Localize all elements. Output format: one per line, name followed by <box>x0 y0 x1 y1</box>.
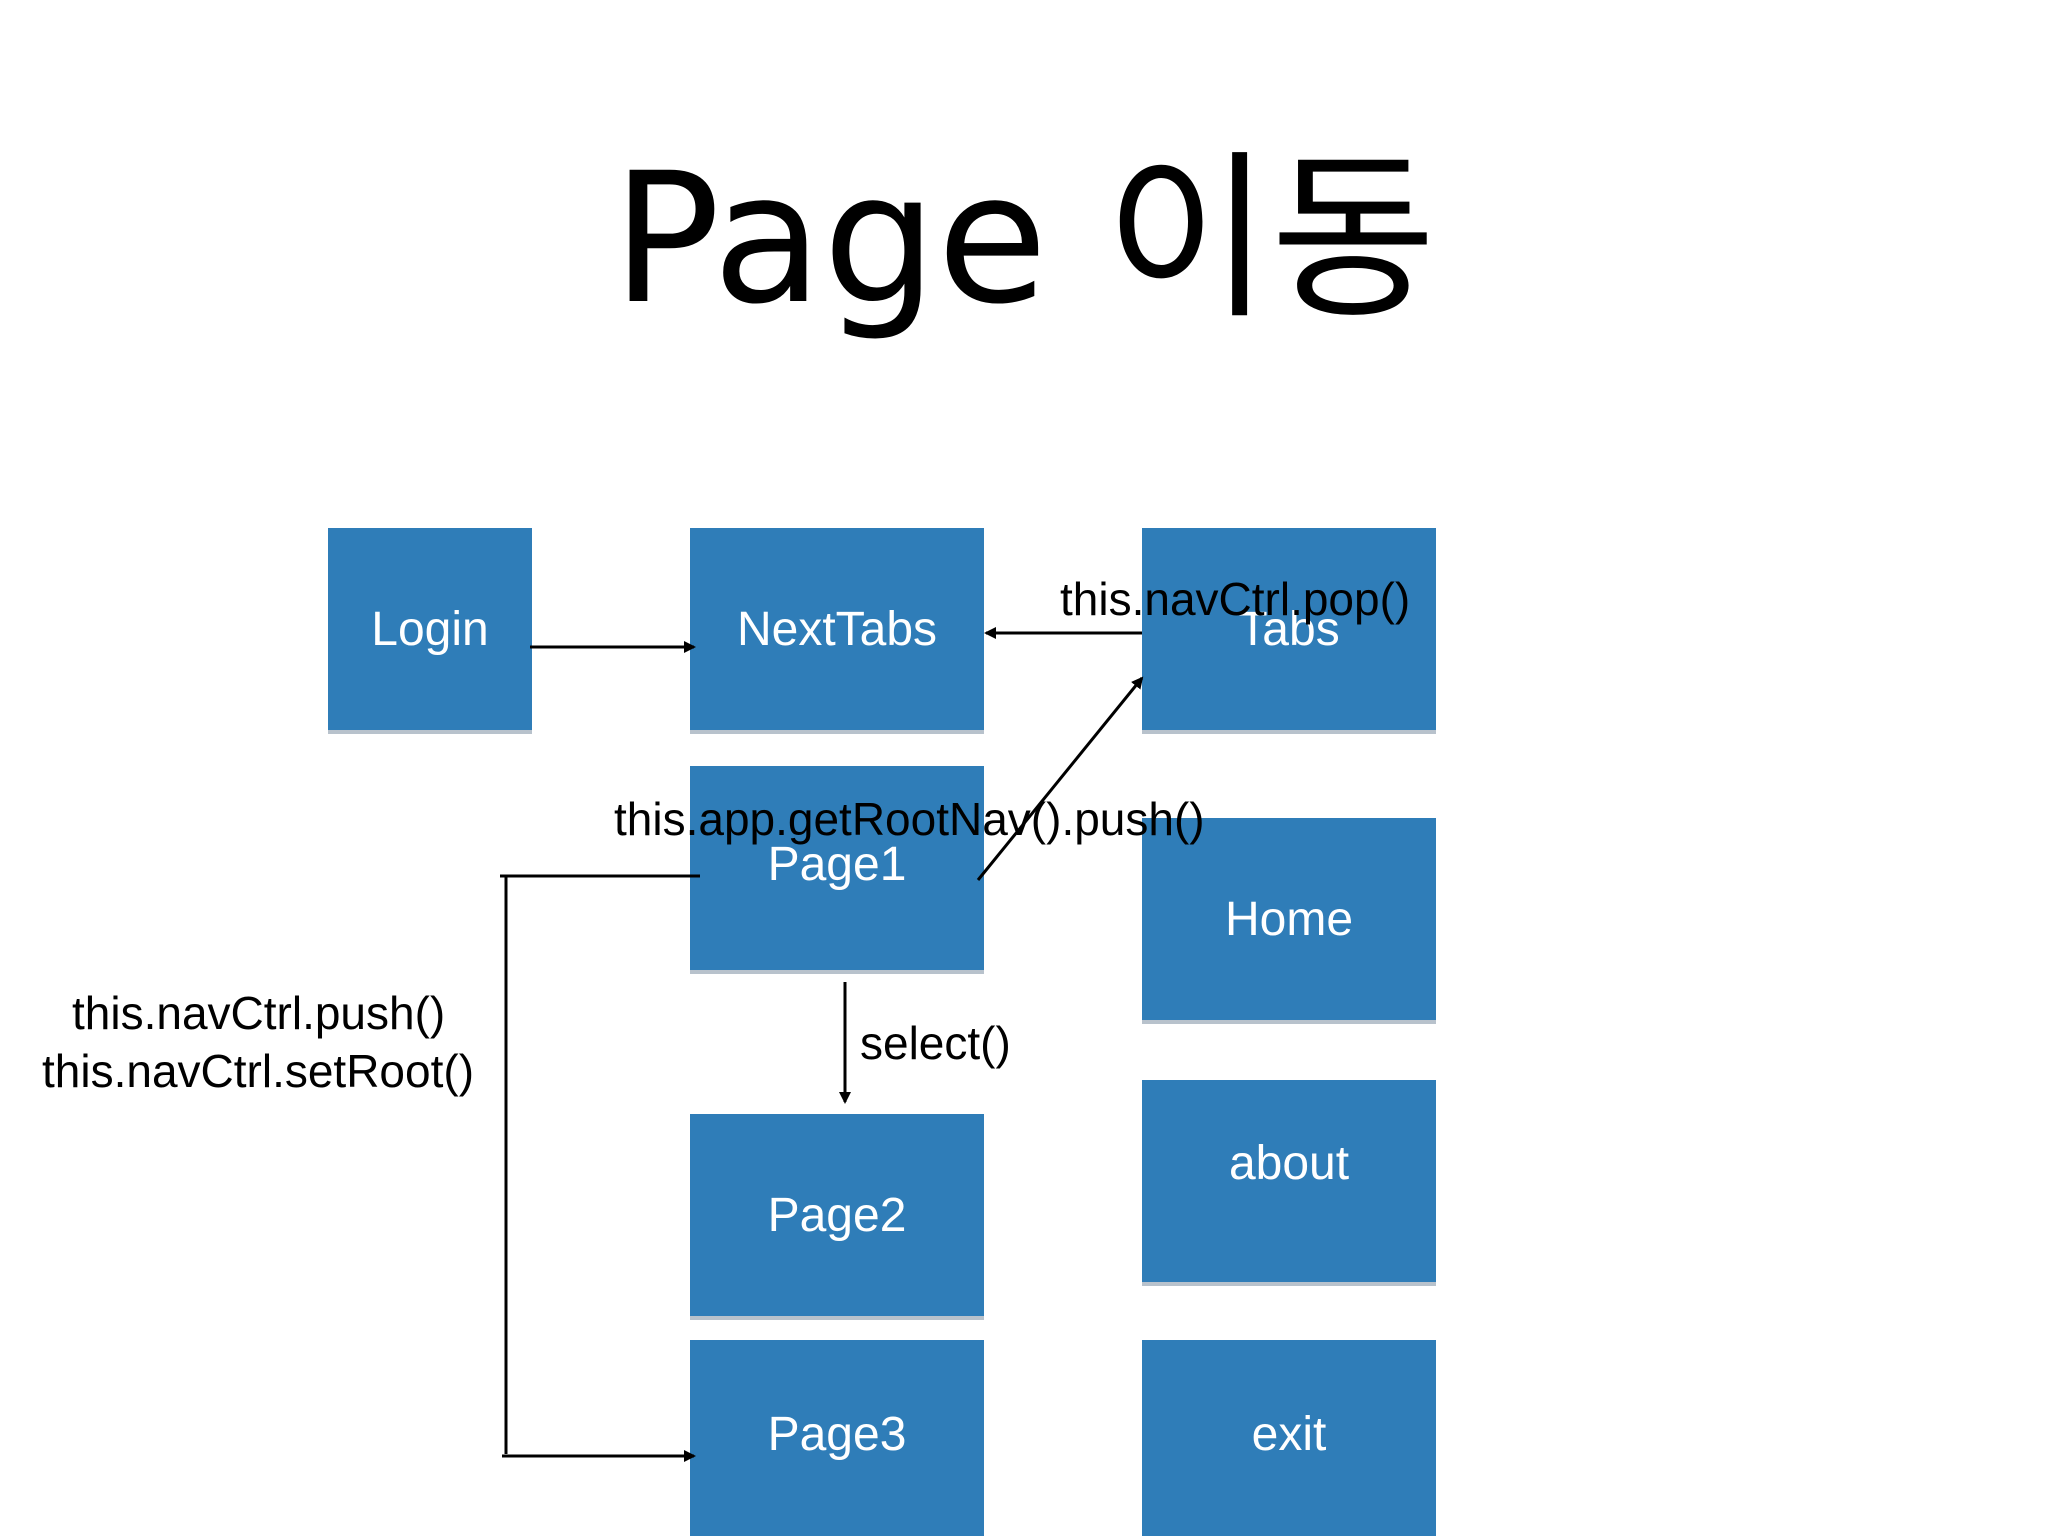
box-about-label: about <box>1228 1136 1350 1190</box>
box-page3-label: Page3 <box>767 1407 907 1461</box>
box-page1-label: Page1 <box>767 837 907 891</box>
box-nexttabs-label: NextTabs <box>736 602 938 656</box>
box-tabs: Tabs <box>1142 528 1436 730</box>
box-page3: Page3 <box>690 1340 984 1536</box>
box-exit-label: exit <box>1251 1407 1327 1461</box>
slide-title: Page 이동 <box>611 135 1437 344</box>
label-navctrl-setroot: this.navCtrl.setRoot() <box>42 1045 475 1097</box>
label-select: select() <box>860 1017 1011 1069</box>
label-navctrl-push: this.navCtrl.push() <box>72 987 446 1039</box>
box-login: Login <box>328 528 532 730</box>
box-about: about <box>1142 1080 1436 1282</box>
box-nexttabs: NextTabs <box>690 528 984 730</box>
label-navctrl-pop: this.navCtrl.pop() <box>1060 573 1411 625</box>
box-home-label: Home <box>1224 892 1354 946</box>
box-page1: Page1 <box>690 766 984 970</box>
box-page2-label: Page2 <box>767 1188 907 1242</box>
box-login-label: Login <box>371 602 489 656</box>
arrow-page1-to-tabs <box>976 676 1144 881</box>
box-home: Home <box>1142 818 1436 1020</box>
label-root-nav-push: this.app.getRootNav().push() <box>614 793 1205 845</box>
box-page2: Page2 <box>690 1114 984 1316</box>
box-tabs-label: Tabs <box>1238 602 1340 656</box>
box-exit: exit <box>1142 1340 1436 1536</box>
